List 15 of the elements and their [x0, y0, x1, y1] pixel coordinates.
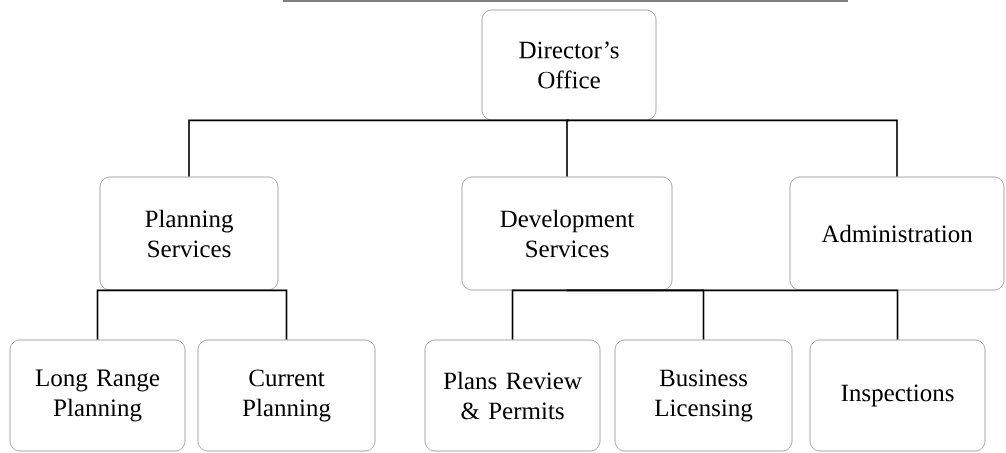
org-box: Business Licensing	[614, 339, 793, 452]
org-box: Development Services	[461, 176, 673, 291]
org-box: Plans Review & Permits	[424, 339, 601, 452]
connector-line	[511, 289, 568, 341]
org-box: Long Range Planning	[9, 339, 186, 452]
org-box: Director’s Office	[481, 9, 657, 121]
org-box: Inspections	[809, 339, 986, 452]
connector-line	[566, 289, 899, 341]
connector-line	[188, 289, 288, 341]
connector-line	[568, 119, 898, 178]
org-box: Planning Services	[99, 176, 279, 291]
org-box: Administration	[789, 176, 1005, 291]
connector-line	[566, 119, 570, 178]
connector-line	[96, 289, 190, 341]
org-box: Current Planning	[197, 339, 376, 452]
